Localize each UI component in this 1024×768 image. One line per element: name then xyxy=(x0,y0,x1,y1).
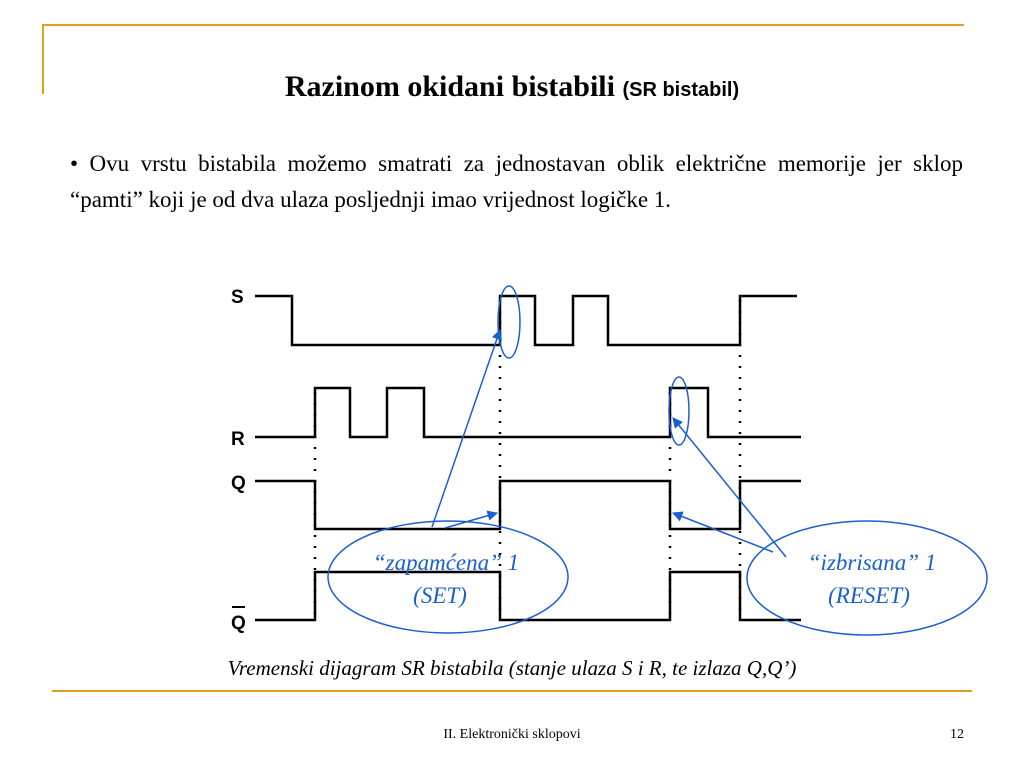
reset-arrow-to-r xyxy=(672,417,787,558)
set-label-ellipse xyxy=(327,520,569,634)
slide-title-sub: (SR bistabil) xyxy=(622,79,740,101)
reset-label-ellipse xyxy=(746,520,988,636)
signal-label-r: R xyxy=(231,429,245,450)
reset-annotation-line2: (RESET) xyxy=(828,583,910,608)
slide-title: Razinom okidani bistabili (SR bistabil) xyxy=(0,70,1024,104)
slide-title-main: Razinom okidani bistabili xyxy=(284,70,615,103)
top-accent-line xyxy=(42,24,964,26)
signal-label-q-bar: Q xyxy=(231,613,246,634)
signal-label-q: Q xyxy=(231,473,246,494)
set-highlight-ellipse xyxy=(497,285,521,359)
bullet-text: • Ovu vrstu bistabila možemo smatrati za… xyxy=(70,151,963,212)
set-annotation-line1: “zapamćena” 1 xyxy=(373,550,519,575)
signal-label-s: S xyxy=(231,287,244,308)
waveform-r xyxy=(255,386,801,439)
set-annotation-line2: (SET) xyxy=(413,583,467,608)
reset-arrow-to-q xyxy=(672,511,774,553)
waveform-q-bar xyxy=(255,570,801,622)
diagram-caption: Vremenski dijagram SR bistabila (stanje … xyxy=(227,656,797,680)
set-arrow-to-q xyxy=(444,510,499,529)
reset-annotation-line1: “izbrisana” 1 xyxy=(808,550,936,575)
waveform-q xyxy=(255,479,801,531)
reset-highlight-ellipse xyxy=(668,376,690,446)
bottom-accent-line xyxy=(52,690,972,692)
left-accent-line xyxy=(42,24,44,94)
waveform-s xyxy=(255,294,797,347)
page-number: 12 xyxy=(950,727,964,742)
set-arrow-to-s xyxy=(431,329,502,528)
footer-text: II. Elektronički sklopovi xyxy=(443,727,581,742)
annotations xyxy=(327,285,988,636)
